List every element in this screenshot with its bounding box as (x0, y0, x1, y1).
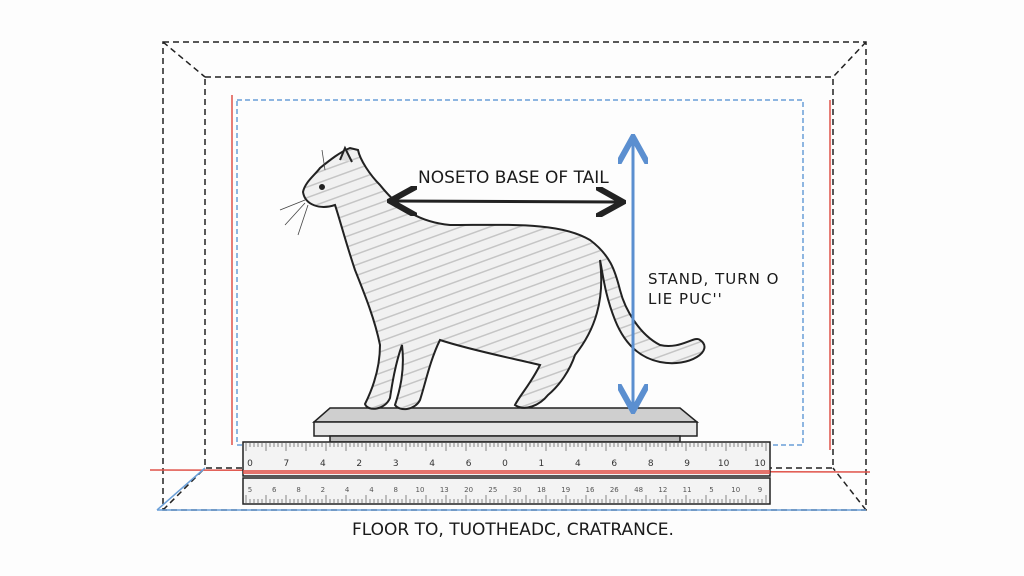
ruler-label: 13 (440, 486, 449, 494)
ruler-label: 9 (758, 486, 762, 494)
ruler-label: 3 (393, 459, 399, 469)
floor-label: FLOOR TO, TUOTHEADC, CRATRANCE. (352, 520, 674, 540)
height-label-line2: LIE PUC'' (648, 290, 723, 308)
ruler-label: 6 (466, 459, 472, 469)
ruler-label: 9 (684, 459, 690, 469)
ruler-label: 26 (610, 486, 619, 494)
ruler-label: 48 (634, 486, 643, 494)
ruler-label: 25 (488, 486, 497, 494)
ruler-label: 5 (709, 486, 713, 494)
ruler-label: 5 (248, 486, 252, 494)
ruler-label: 4 (429, 459, 435, 469)
ruler-label: 8 (296, 486, 300, 494)
ruler-label: 2 (356, 459, 362, 469)
ruler-label: 12 (658, 486, 667, 494)
ruler-label: 30 (513, 486, 522, 494)
ruler-label: 16 (586, 486, 595, 494)
ruler-label: 6 (272, 486, 277, 494)
ruler-label: 7 (284, 459, 290, 469)
ruler-label: 11 (683, 486, 692, 494)
ruler-label: 19 (561, 486, 570, 494)
ruler-label: 10 (718, 459, 730, 469)
platform (312, 407, 700, 443)
length-label: NOSETO BASE OF TAIL (418, 168, 609, 188)
ruler-label: 8 (648, 459, 654, 469)
length-arrow (393, 201, 620, 202)
ruler-label: 1 (539, 459, 545, 469)
ruler-label: 0 (247, 459, 253, 469)
ruler-label: 4 (369, 486, 374, 494)
ruler-label: 10 (416, 486, 425, 494)
blue-floor-lines (156, 467, 866, 511)
height-label-line1: STAND, TURN O (648, 270, 780, 288)
ruler-label: 10 (754, 459, 766, 469)
ruler-label: 4 (320, 459, 326, 469)
ruler-label: 10 (731, 486, 740, 494)
ruler-label: 8 (393, 486, 397, 494)
red-ruler-line (243, 470, 770, 474)
ruler-label: 2 (321, 486, 325, 494)
ruler-label: 4 (575, 459, 581, 469)
ruler-label: 6 (611, 459, 617, 469)
ruler-label: 4 (345, 486, 350, 494)
ruler-label: 18 (537, 486, 546, 494)
ruler-label: 0 (502, 459, 508, 469)
ruler-label: 20 (464, 486, 473, 494)
